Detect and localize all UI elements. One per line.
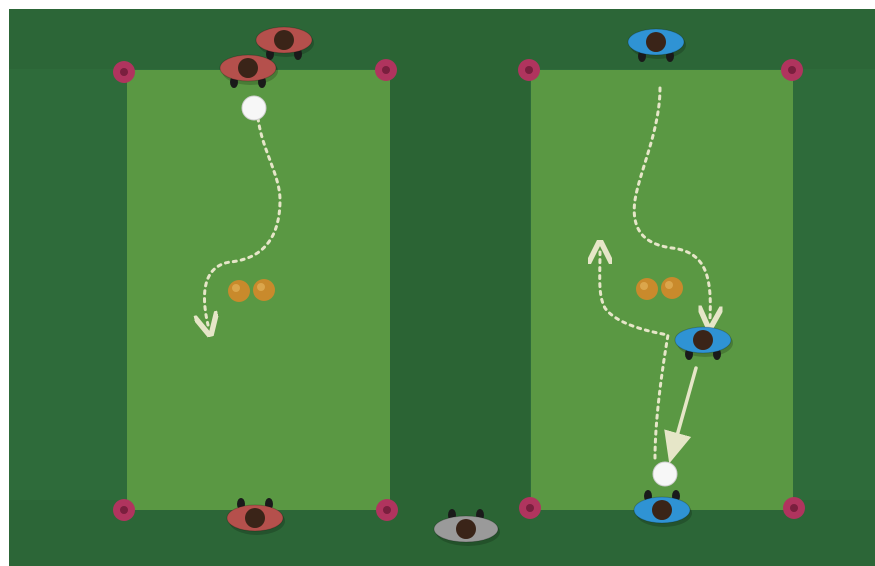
- corner-cone: [375, 59, 397, 81]
- mini-cone: [228, 280, 250, 302]
- corner-cone: [113, 499, 135, 521]
- corner-cone: [518, 59, 540, 81]
- mini-cone: [636, 278, 658, 300]
- corner-cone: [519, 497, 541, 519]
- mini-cone: [253, 279, 275, 301]
- ball: [653, 462, 677, 486]
- center-channel: [390, 9, 530, 566]
- corner-cone: [113, 61, 135, 83]
- corner-cone: [783, 497, 805, 519]
- mini-cone: [661, 277, 683, 299]
- corner-cone: [376, 499, 398, 521]
- ball: [242, 96, 266, 120]
- corner-cone: [781, 59, 803, 81]
